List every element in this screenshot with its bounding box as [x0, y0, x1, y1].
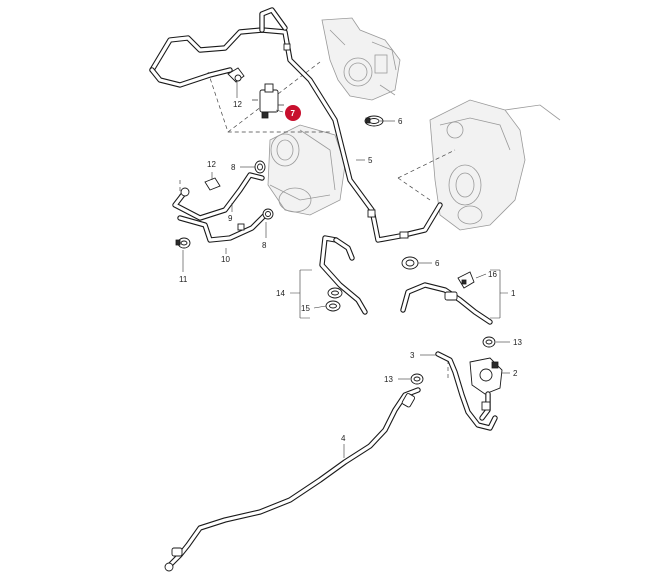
valve-7[interactable]	[252, 83, 284, 119]
clamp-12-mid[interactable]	[204, 177, 221, 191]
callout-12-mid[interactable]: 12	[207, 160, 216, 169]
callout-11[interactable]: 11	[179, 275, 188, 284]
callout-12-top[interactable]: 12	[233, 100, 242, 109]
clamp-13-right[interactable]	[482, 336, 496, 348]
assembly-guide-lines	[179, 61, 456, 380]
selected-callout-7[interactable]: 7	[285, 105, 301, 121]
callout-6-lower[interactable]: 6	[435, 259, 440, 268]
pipe-3[interactable]	[435, 351, 498, 431]
canister-2[interactable]	[469, 357, 503, 421]
callout-5[interactable]: 5	[368, 156, 373, 165]
callout-10[interactable]: 10	[221, 255, 230, 264]
callout-7[interactable]: 7	[291, 109, 296, 118]
clamp-15-upper[interactable]	[327, 287, 343, 299]
callout-13-left[interactable]: 13	[384, 375, 393, 384]
clamp-11[interactable]	[175, 237, 191, 249]
hose-5[interactable]	[149, 7, 443, 243]
callout-labels: 12 6 5 8 12 9 8 10 11 6 14 15 16 1 13 2 …	[179, 100, 522, 443]
leader-lines	[182, 82, 510, 458]
hose-9[interactable]	[172, 172, 265, 221]
clamp-12-top[interactable]	[227, 67, 245, 83]
callout-1[interactable]: 1	[511, 289, 516, 298]
hose-10[interactable]	[177, 212, 268, 243]
callout-3[interactable]: 3	[410, 351, 415, 360]
clamp-6-lower[interactable]	[401, 256, 419, 270]
clamp-8-lower[interactable]	[262, 208, 274, 220]
callout-15[interactable]: 15	[301, 304, 310, 313]
clamp-6-top[interactable]	[364, 115, 384, 127]
callout-16[interactable]: 16	[488, 270, 497, 279]
clamp-8-upper[interactable]	[254, 160, 266, 174]
callout-13-right[interactable]: 13	[513, 338, 522, 347]
callout-14[interactable]: 14	[276, 289, 285, 298]
clamp-13-left[interactable]	[410, 373, 424, 385]
pipe-4[interactable]	[164, 387, 421, 572]
callout-4[interactable]: 4	[341, 434, 346, 443]
callout-2[interactable]: 2	[513, 369, 518, 378]
callout-6-top[interactable]: 6	[398, 117, 403, 126]
hose-1[interactable]	[400, 282, 493, 325]
clamp-15-lower[interactable]	[325, 300, 341, 312]
clip-16[interactable]	[457, 271, 475, 289]
turbocharger-right-drawing	[429, 99, 561, 231]
throttle-body-drawing	[321, 17, 401, 101]
hose-14[interactable]	[319, 235, 368, 315]
callout-9[interactable]: 9	[228, 214, 233, 223]
turbocharger-left-drawing	[267, 124, 346, 216]
callout-8-lower[interactable]: 8	[262, 241, 267, 250]
callout-8-upper[interactable]: 8	[231, 163, 236, 172]
